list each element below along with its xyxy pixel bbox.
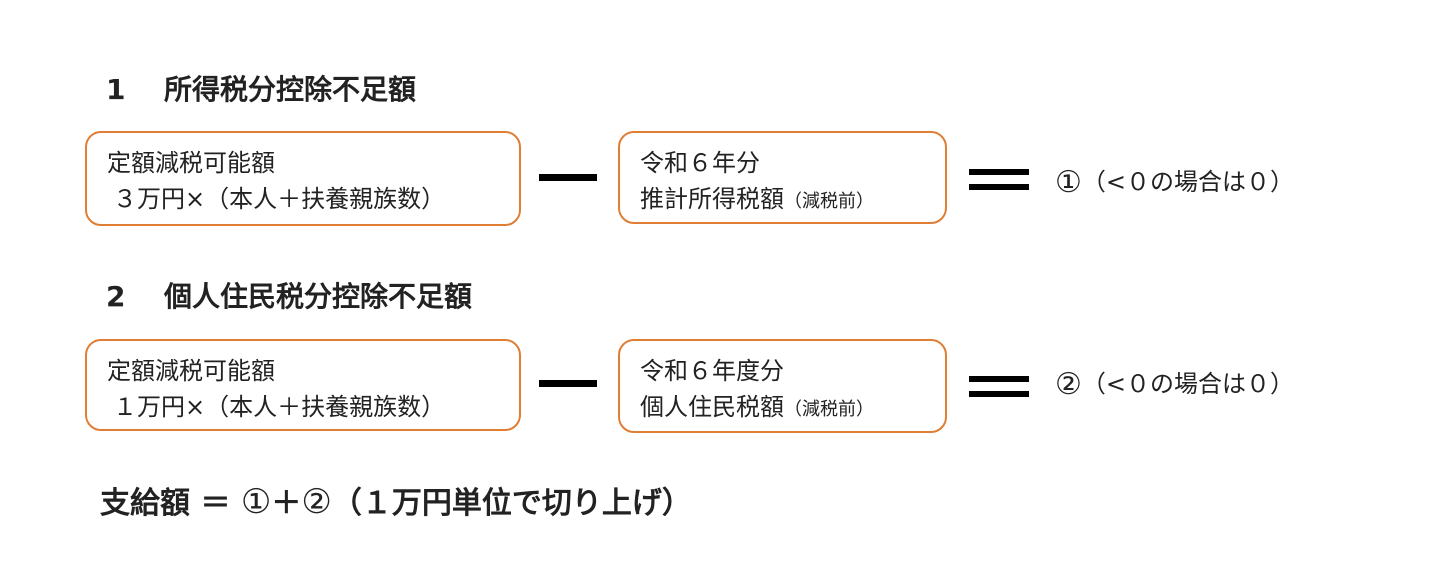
summary-equals-sign: ＝ bbox=[200, 486, 231, 521]
summary-term1: ① bbox=[240, 482, 272, 522]
section2-resident-tax-box: 令和６年度分 個人住民税額（減税前） bbox=[618, 339, 947, 433]
section1-number: 1 bbox=[106, 73, 126, 106]
section2-result: ②（<０の場合は０） bbox=[1055, 367, 1294, 402]
section2-heading: 2 個人住民税分控除不足額 bbox=[106, 280, 472, 314]
section2-resident-tax-label: 個人住民税額 bbox=[640, 393, 784, 421]
section2-title: 個人住民税分控除不足額 bbox=[164, 280, 473, 313]
section1-result-symbol: ① bbox=[1055, 165, 1082, 200]
summary-rounding-note: （１万円単位で切り上げ） bbox=[331, 486, 692, 521]
section2-resident-tax-year: 令和６年度分 bbox=[640, 357, 784, 385]
section1-estimated-tax-box: 令和６年分 推計所得税額（減税前） bbox=[618, 131, 947, 224]
section1-deduction-capacity-label: 定額減税可能額 bbox=[107, 149, 275, 177]
section1-equals-operator bbox=[969, 169, 1029, 190]
section1-minus-operator bbox=[539, 174, 597, 181]
section2-number: 2 bbox=[106, 280, 126, 313]
payment-amount-formula: 支給額 ＝ ①＋②（１万円単位で切り上げ） bbox=[100, 480, 692, 526]
section1-estimated-tax-year: 令和６年分 bbox=[640, 149, 760, 177]
section1-deduction-capacity-box: 定額減税可能額 ３万円×（本人＋扶養親族数） bbox=[85, 131, 521, 226]
section1-heading: 1 所得税分控除不足額 bbox=[106, 73, 416, 107]
summary-term2: ② bbox=[301, 482, 332, 522]
summary-plus-sign: ＋ bbox=[271, 486, 302, 521]
section1-result-condition: （<０の場合は０） bbox=[1081, 168, 1295, 196]
section2-deduction-capacity-formula: １万円×（本人＋扶養親族数） bbox=[113, 393, 446, 421]
payment-amount-label: 支給額 bbox=[100, 486, 190, 521]
section2-before-reduction-note: （減税前） bbox=[784, 399, 874, 420]
section2-deduction-capacity-box: 定額減税可能額 １万円×（本人＋扶養親族数） bbox=[85, 339, 521, 431]
section2-result-condition: （<０の場合は０） bbox=[1081, 370, 1295, 398]
section1-estimated-tax-label: 推計所得税額 bbox=[640, 185, 784, 213]
section1-before-reduction-note: （減税前） bbox=[784, 191, 874, 212]
section2-minus-operator bbox=[539, 380, 597, 387]
section2-deduction-capacity-label: 定額減税可能額 bbox=[107, 357, 275, 385]
section1-deduction-capacity-formula: ３万円×（本人＋扶養親族数） bbox=[113, 185, 446, 213]
section2-result-symbol: ② bbox=[1055, 367, 1082, 402]
section1-result: ①（<０の場合は０） bbox=[1055, 165, 1294, 200]
section1-title: 所得税分控除不足額 bbox=[164, 73, 417, 106]
section2-equals-operator bbox=[969, 376, 1029, 397]
